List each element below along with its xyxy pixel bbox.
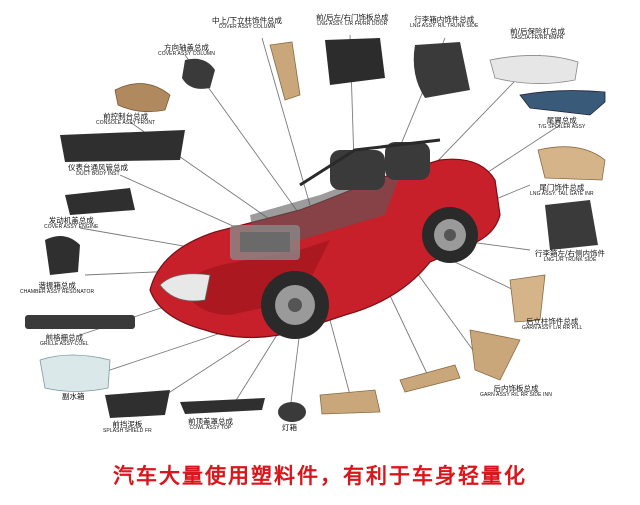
part-garn-side: [469, 329, 521, 381]
label-grille-assy: 前格栅总成 GRILLE ASSY-COEL: [40, 334, 89, 347]
part-light-box: [278, 402, 306, 422]
part-tail-gate: [537, 146, 606, 181]
label-en: GRILLE ASSY-COEL: [40, 340, 89, 347]
label-cn: 前/后左/右门饰板总成: [316, 13, 389, 22]
label-cn: 前顶盖罩总成: [188, 417, 233, 426]
label-console-assy-front: 前控制台总成 CONSOLE ASSY FRONT: [96, 113, 155, 126]
label-en: COVER ASSY COLUMN: [218, 23, 276, 30]
car-illustration: [149, 138, 501, 339]
label-en: LNG ASSY. TAIL GATE INR: [530, 190, 594, 197]
label-en: T/G SPOILER ASSY: [538, 123, 586, 130]
label-cowl-top: 前顶盖罩总成 COWL ASSY TOP: [188, 418, 233, 431]
part-console-front: [114, 83, 171, 113]
label-cn: 方向轴盖总成: [163, 43, 209, 52]
label-en: COVER ASSY ENGINE: [44, 223, 99, 230]
part-door-panel: [325, 38, 385, 85]
label-cn: 前/后保险杠总成: [510, 27, 566, 36]
label-lng-trunk-side-2: 行李箱左/右侧内饰件 LNG L/R TRUNK SIDE: [535, 250, 605, 263]
part-rear-trim: [399, 364, 461, 393]
label-cn: 行李箱左/右侧内饰件: [535, 249, 606, 258]
caption: 汽车大量使用塑料件，有利于车身轻量化: [113, 463, 527, 488]
part-rear-side-inner: [319, 389, 381, 415]
label-cn: 前挡泥板: [112, 420, 143, 429]
part-engine-cover: [65, 188, 135, 215]
label-cn: 中上/下立柱饰件总成: [212, 16, 283, 25]
part-thumbnails: [25, 38, 606, 422]
part-resonator: [45, 236, 80, 275]
label-en: CHAMBER ASSY RESONATOR: [20, 288, 95, 295]
label-cn: 后内饰板总成: [493, 384, 539, 393]
label-cn: 仪表台通风管总成: [68, 163, 128, 172]
label-tg-spoiler: 尾翼总成 T/G SPOILER ASSY: [538, 117, 585, 130]
label-cn: 灯箱: [282, 423, 297, 432]
label-tail-gate-inner: 尾门饰件总成 LNG ASSY. TAIL GATE INR: [530, 184, 594, 197]
label-en: SPLASH SHIELD FR: [103, 427, 152, 434]
part-duct: [60, 130, 185, 162]
label-lng-assy-trunk-side: 行李箱内饰件总成 LNG ASSY. R/L TRUNK SIDE: [410, 16, 478, 29]
part-trunk-side-2: [545, 200, 598, 250]
label-fascia-bumper: 前/后保险杠总成 FASCIA-FR/RR BMPR: [510, 28, 565, 41]
part-column-cover-small: [182, 58, 215, 89]
label-cn: 发动机盖总成: [48, 216, 94, 225]
label-en: GARN ASSY L/R RR PILL: [522, 324, 583, 331]
label-cn: 谐振箱总成: [38, 281, 76, 290]
label-cn: 后立柱饰件总成: [525, 317, 579, 326]
label-cn: 行李箱内饰件总成: [414, 15, 475, 24]
label-cover-assy-engine: 发动机盖总成 COVER ASSY ENGINE: [44, 217, 98, 230]
part-water-tank: [39, 354, 111, 392]
label-light-box: 灯箱: [282, 424, 297, 432]
part-cowl-top: [180, 398, 265, 414]
label-cn: 副水箱: [62, 392, 85, 401]
label-en: LNG ASSY. R/L TRUNK SIDE: [410, 22, 479, 29]
label-en: GARN ASSY R/L RR SIDE INN: [480, 391, 552, 398]
label-garn-side-inner: 后内饰板总成 GARN ASSY R/L RR SIDE INN: [480, 385, 552, 398]
part-cover-column: [269, 41, 301, 101]
part-pillar-garnish: [509, 274, 546, 323]
label-cn: 前控制台总成: [103, 112, 149, 121]
label-splash-shield: 前挡泥板 SPLASH SHIELD FR: [103, 421, 152, 434]
label-en: LNG L/R TRUNK SIDE: [543, 256, 597, 263]
label-cover-assy-column-2: 方向轴盖总成 COVER ASSY COLUMN: [158, 44, 215, 57]
label-duct-body-inst: 仪表台通风管总成 DUCT BODY INST: [68, 164, 128, 177]
label-en: COWL ASSY TOP: [189, 424, 232, 431]
label-en: LNG ASSY. L/R FR/RR DOOR: [317, 20, 388, 27]
label-lng-assy-rr-door: 前/后左/右门饰板总成 LNG ASSY. L/R FR/RR DOOR: [316, 14, 389, 27]
part-splash-shield: [105, 390, 170, 418]
label-en: FASCIA-FR/RR BMPR: [511, 34, 564, 41]
label-cn: 前格栅总成: [45, 333, 84, 342]
label-en: DUCT BODY INST: [76, 170, 120, 177]
label-cn: 尾翼总成: [546, 116, 577, 125]
label-cn: 尾门饰件总成: [539, 183, 585, 192]
label-water-tank: 副水箱: [62, 393, 85, 401]
part-bumper: [489, 55, 579, 84]
label-chamber-resonator: 谐振箱总成 CHAMBER ASSY RESONATOR: [20, 282, 94, 295]
part-spoiler: [519, 90, 606, 116]
part-trunk-side: [413, 42, 470, 98]
label-garn-pillar: 后立柱饰件总成 GARN ASSY L/R RR PILL: [522, 318, 582, 331]
part-grille: [25, 315, 135, 329]
label-en: CONSOLE ASSY FRONT: [96, 119, 156, 126]
label-cover-assy-column: 中上/下立柱饰件总成 COVER ASSY COLUMN: [212, 17, 282, 30]
label-en: COVER ASSY COLUMN: [158, 50, 215, 57]
